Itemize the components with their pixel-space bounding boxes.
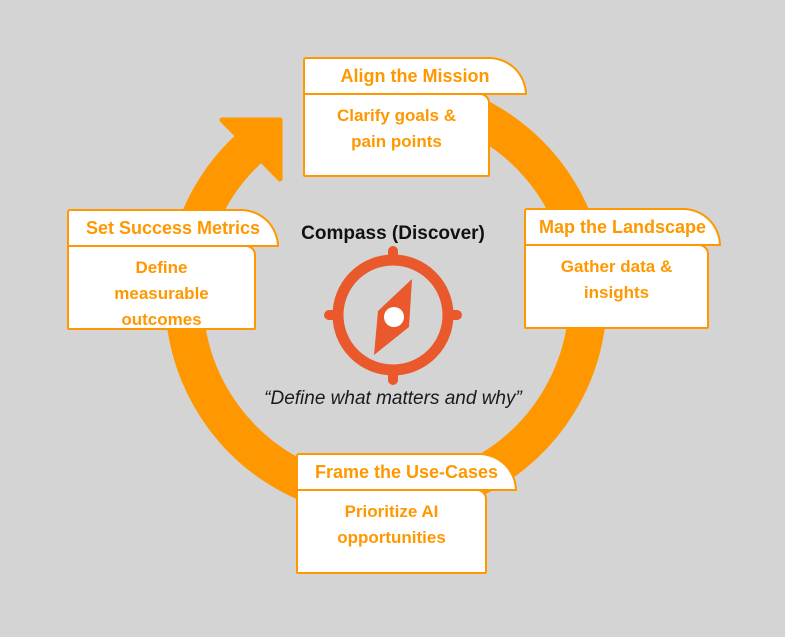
compass-tick-south — [388, 366, 398, 385]
step-card-set-success-metrics: Set Success Metrics Define measurable ou… — [67, 209, 279, 330]
step-card-map-landscape: Map the Landscape Gather data & insights — [524, 208, 721, 329]
step-card-frame-use-cases: Frame the Use-Cases Prioritize AI opport… — [296, 453, 517, 574]
step-card-description: Gather data & insights — [524, 244, 709, 329]
compass-tick-west — [324, 310, 343, 320]
step-card-description: Clarify goals & pain points — [303, 93, 490, 177]
compass-icon — [324, 246, 462, 385]
diagram-title: Compass (Discover) — [301, 223, 485, 244]
cycle-arrowhead-icon — [219, 117, 283, 182]
step-card-description: Define measurable outcomes — [67, 245, 256, 330]
step-card-description: Prioritize AI opportunities — [296, 489, 487, 574]
compass-hub — [384, 307, 404, 327]
diagram-quote: “Define what matters and why” — [264, 388, 522, 409]
step-card-title: Set Success Metrics — [67, 209, 279, 247]
compass-tick-north — [388, 246, 398, 265]
step-card-title: Align the Mission — [303, 57, 527, 95]
compass-tick-east — [443, 310, 462, 320]
step-card-title: Frame the Use-Cases — [296, 453, 517, 491]
step-card-align-mission: Align the Mission Clarify goals & pain p… — [303, 57, 527, 177]
step-card-title: Map the Landscape — [524, 208, 721, 246]
